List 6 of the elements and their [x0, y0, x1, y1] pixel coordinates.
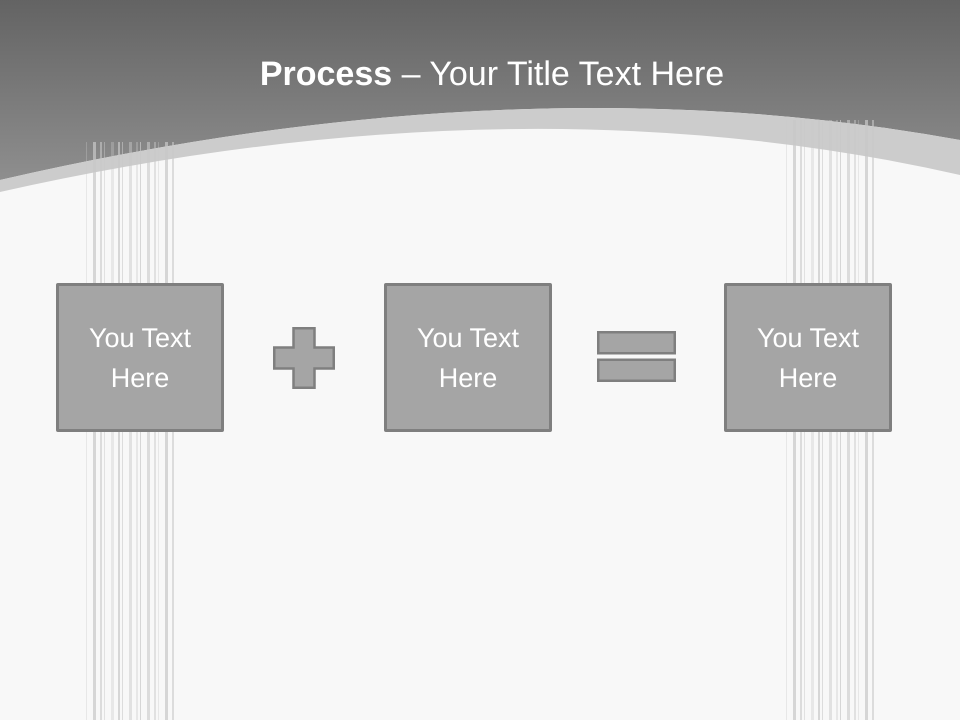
plus-icon	[273, 327, 335, 389]
title: Process – Your Title Text Here	[260, 54, 724, 95]
process-box: You Text Here	[724, 283, 892, 432]
process-box: You Text Here	[56, 283, 224, 432]
equals-icon	[597, 331, 676, 382]
process-box: You Text Here	[384, 283, 552, 432]
